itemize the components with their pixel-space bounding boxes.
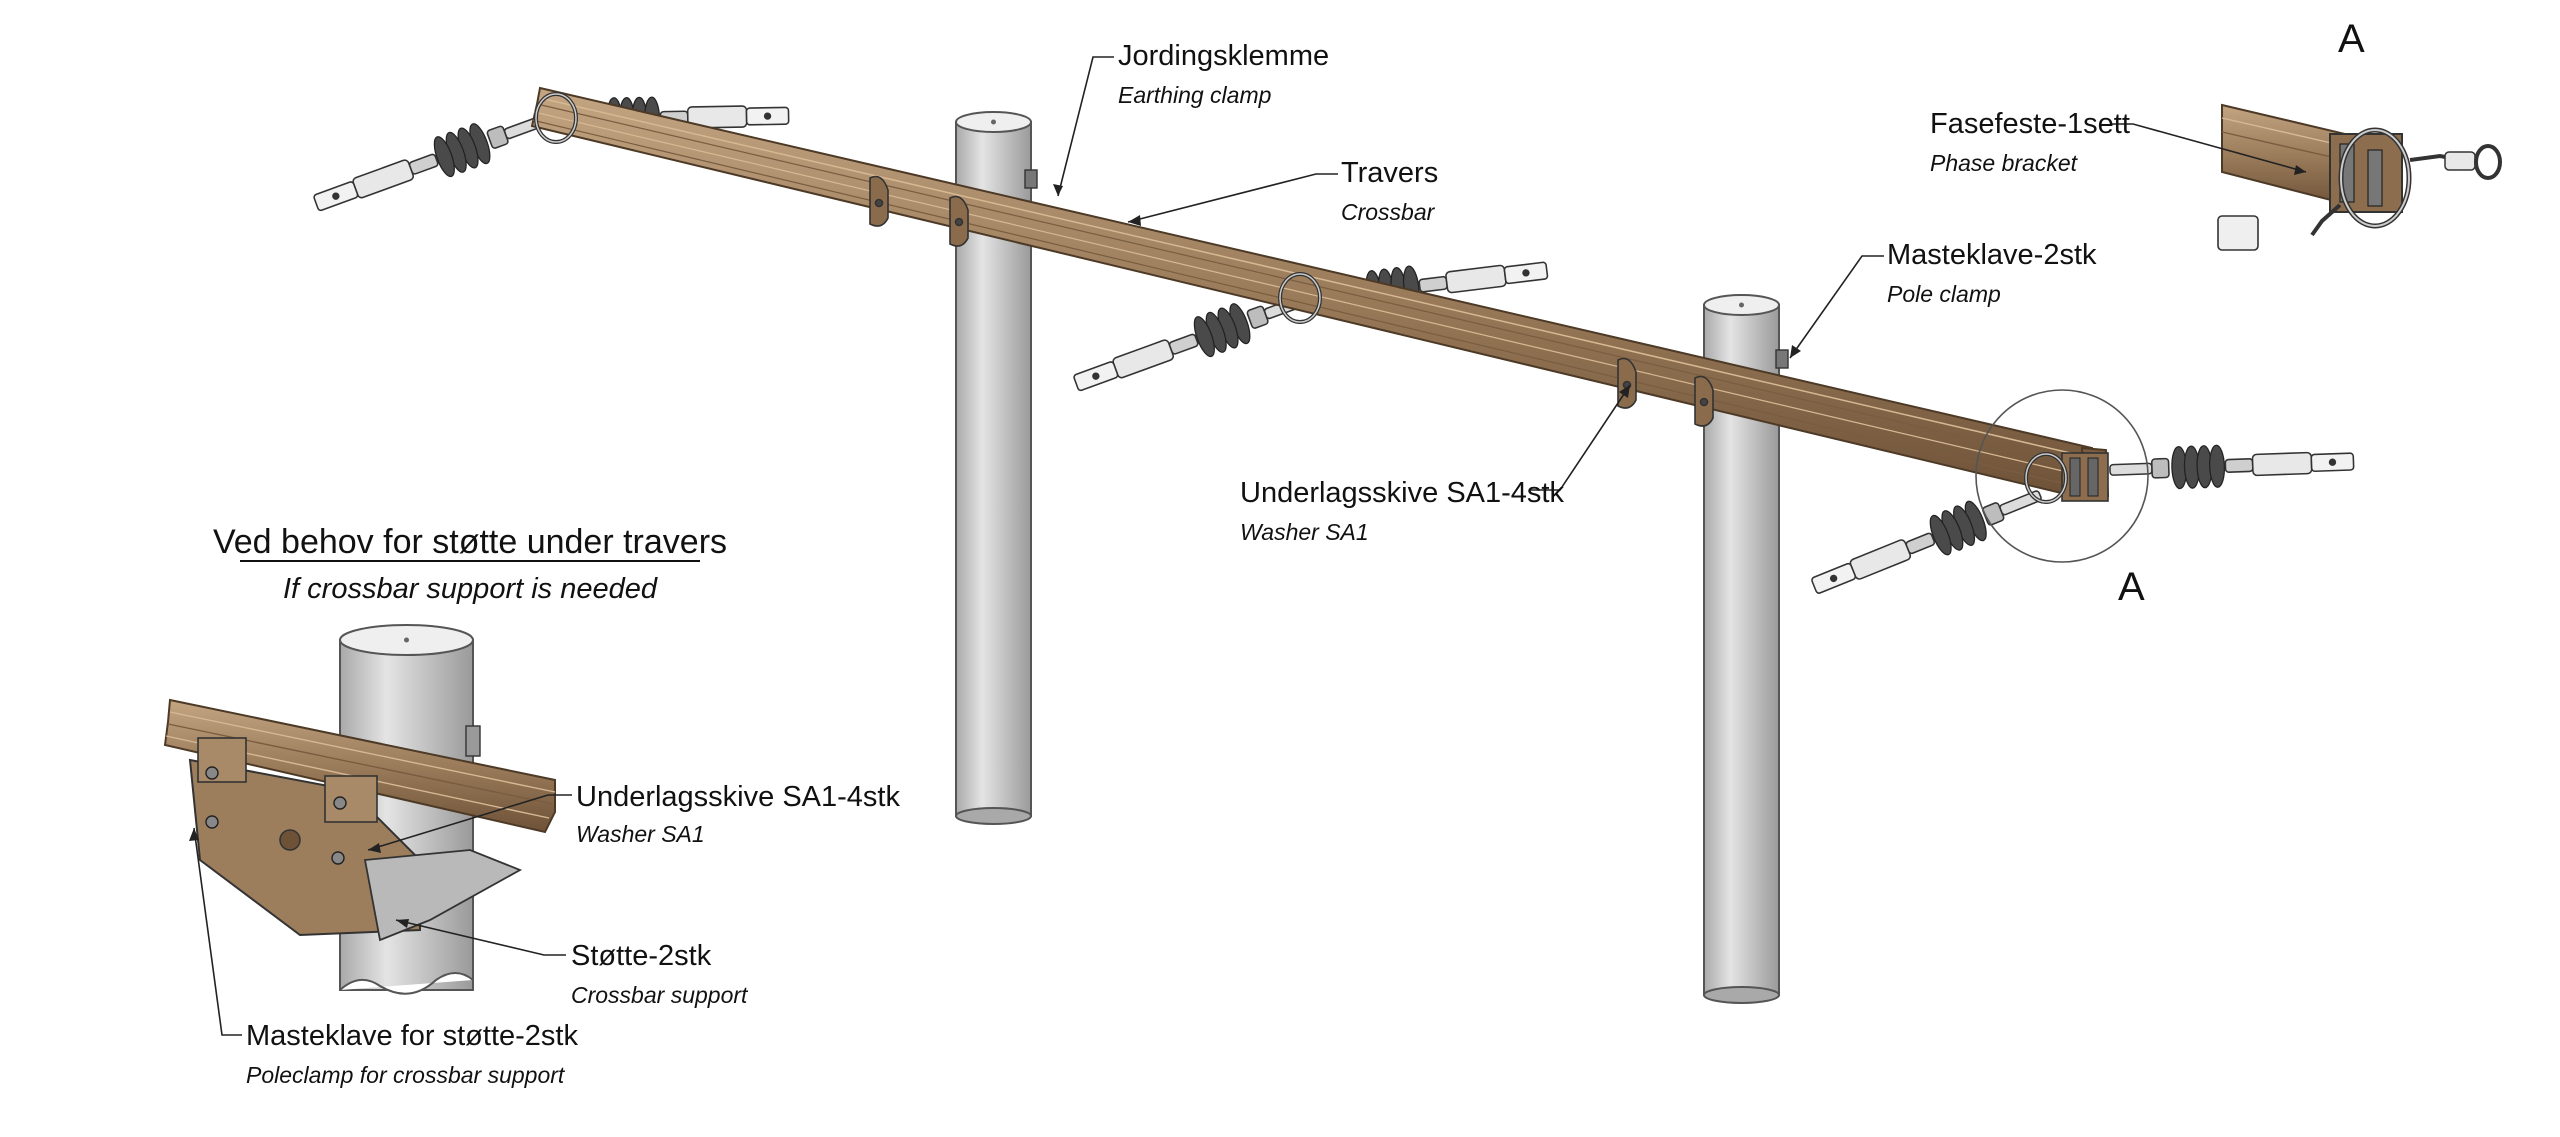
crossbar-label: Travers — [1341, 157, 1438, 189]
washer-label: Underlagsskive SA1-4stk — [1240, 477, 1564, 509]
leader-earthing-clamp — [1057, 56, 1114, 197]
phase-bracket-right — [2024, 452, 2068, 504]
earthing-clamp-part — [1024, 169, 1789, 369]
leader-pole-clamp — [1789, 255, 1884, 359]
leader-inset-support — [395, 919, 566, 956]
inset-washer-sublabel: Washer SA1 — [576, 821, 705, 847]
crossbar-sublabel: Crossbar — [1341, 199, 1436, 225]
phase-bracket-left — [534, 92, 578, 144]
leader-inset-pole-clamp — [193, 827, 242, 1036]
leader-phase-bracket — [2110, 123, 2307, 173]
inset-pole-clamp-label: Masteklave for støtte-2stk — [246, 1020, 578, 1052]
leader-crossbar — [1127, 173, 1338, 223]
pole-right — [1703, 294, 1780, 1004]
inset-pole-clamp-sublabel: Poleclamp for crossbar support — [246, 1062, 566, 1088]
phase-bracket-sublabel: Phase bracket — [1930, 150, 2079, 176]
insulator-string-right-front — [1805, 474, 2049, 607]
inset-washer-label: Underlagsskive SA1-4stk — [576, 781, 900, 813]
phase-bracket-label: Fasefeste-1sett — [1930, 108, 2130, 140]
inset-support-label: Støtte-2stk — [571, 940, 712, 972]
detail-circle — [1975, 389, 2149, 563]
earthing-clamp-label: Jordingsklemme — [1118, 40, 1329, 72]
earthing-clamp-sublabel: Earthing clamp — [1118, 82, 1272, 108]
support-inset-subheading: If crossbar support is needed — [283, 573, 658, 605]
support-inset-drawing — [163, 624, 556, 995]
phase-bracket-mid — [1278, 272, 1322, 324]
detail-marker-circle: A — [2118, 565, 2145, 609]
pole-clamp-right — [1617, 357, 1714, 427]
insulator-string-right-rear — [2108, 439, 2355, 492]
insulator-string-left-front — [308, 99, 553, 224]
leader-washer — [1530, 384, 1631, 491]
detail-marker-view: A — [2338, 17, 2365, 61]
inset-support-sublabel: Crossbar support — [571, 982, 749, 1008]
pole-clamp-left — [869, 175, 969, 247]
pole-clamp-label: Masteklave-2stk — [1887, 239, 2097, 271]
detail-a-view — [2217, 103, 2502, 251]
pole-clamp-sublabel: Pole clamp — [1887, 281, 2001, 307]
support-inset-heading: Ved behov for støtte under travers — [213, 523, 727, 561]
washer-sublabel: Washer SA1 — [1240, 519, 1369, 545]
leader-inset-washer — [367, 794, 572, 851]
